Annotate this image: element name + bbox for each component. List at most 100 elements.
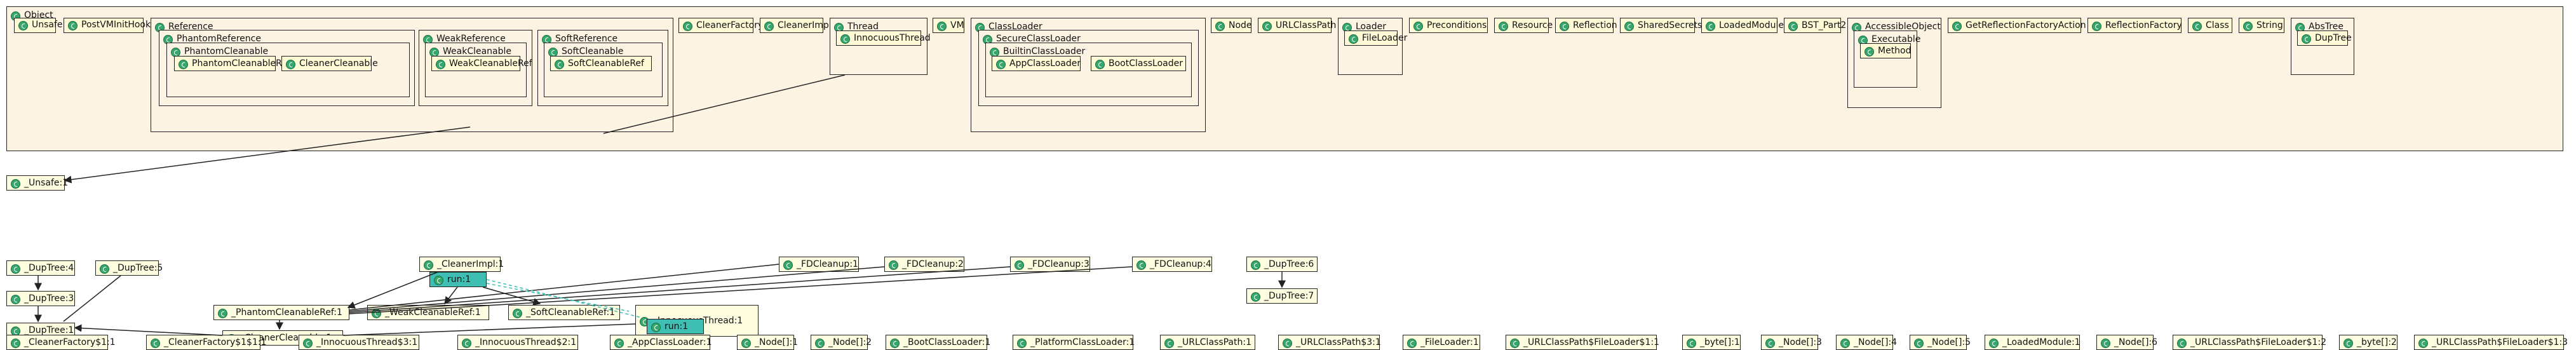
class-icon <box>151 338 160 348</box>
class-icon <box>2177 338 2187 348</box>
class-icon <box>741 338 751 348</box>
class-icon <box>1349 34 1358 44</box>
abstree-package[interactable]: AbsTree <box>2291 18 2354 75</box>
class-icon <box>1788 21 1798 31</box>
run1-method[interactable]: run:1 <box>429 272 487 287</box>
sharedsecrets-node[interactable]: SharedSecrets <box>1620 18 1702 33</box>
class-icon <box>218 308 227 318</box>
reflection-node[interactable]: Reflection <box>1555 18 1617 33</box>
class-icon <box>1865 46 1874 57</box>
fdcleanup2-instance[interactable]: _FDCleanup:2 <box>884 257 964 272</box>
bst-part2-node[interactable]: BST_Part2 <box>1784 18 1846 33</box>
class-icon <box>555 59 564 69</box>
class-icon <box>303 338 313 348</box>
node-node[interactable]: Node <box>1211 18 1252 33</box>
node4-instance[interactable]: _Node[]:4 <box>1836 335 1897 350</box>
weakcleanableref-node[interactable]: WeakCleanableRef <box>431 56 532 71</box>
bootclassloader1-instance[interactable]: _BootClassLoader:1 <box>886 335 990 350</box>
class-node[interactable]: Class <box>2188 18 2232 33</box>
urlclasspath-fileloader1-2-instance[interactable]: _URLClassPath$FileLoader$1:2 <box>2173 335 2326 350</box>
urlclasspath-fileloader1-1-instance[interactable]: _URLClassPath$FileLoader$1:1 <box>1506 335 1659 350</box>
class-icon <box>1560 21 1569 31</box>
executable-package[interactable]: Executable <box>1854 30 1920 88</box>
loadedmodule1-instance[interactable]: _LoadedModule:1 <box>1985 335 2080 350</box>
duptree7-instance[interactable]: _DupTree:7 <box>1246 288 1318 304</box>
byte2-instance[interactable]: _byte[]:2 <box>2339 335 2397 350</box>
class-icon <box>436 59 445 69</box>
class-icon <box>1914 338 1924 348</box>
node1-instance[interactable]: _Node[]:1 <box>737 335 798 350</box>
preconditions-node[interactable]: Preconditions <box>1409 18 1488 33</box>
duptree-node[interactable]: DupTree <box>2297 30 2352 46</box>
loader-package[interactable]: Loader <box>1338 18 1403 75</box>
class-icon <box>783 260 793 270</box>
unsafe-instance[interactable]: _Unsafe:1 <box>6 175 68 191</box>
node3-instance[interactable]: _Node[]:3 <box>1761 335 1822 350</box>
urlclasspath-fileloader1-3-instance[interactable]: _URLClassPath$FileLoader$1:3 <box>2414 335 2568 350</box>
urlclasspath-node[interactable]: URLClassPath <box>1258 18 1336 33</box>
class-icon <box>1706 21 1715 31</box>
cleanerimpl-node[interactable]: CleanerImpl <box>760 18 832 33</box>
cleanerfactory1-1-instance[interactable]: _CleanerFactory$1$1:1 <box>146 335 267 350</box>
class-icon <box>1017 338 1027 348</box>
duptree5-instance[interactable]: _DupTree:5 <box>95 260 163 276</box>
fdcleanup4-instance[interactable]: _FDCleanup:4 <box>1132 257 1212 272</box>
node2-instance[interactable]: _Node[]:2 <box>811 335 872 350</box>
class-icon <box>179 59 188 69</box>
fdcleanup1-instance[interactable]: _FDCleanup:1 <box>779 257 859 272</box>
reflectionfactory-node[interactable]: ReflectionFactory <box>2087 18 2182 33</box>
class-icon <box>1989 338 1999 348</box>
softcleanableref-node[interactable]: SoftCleanableRef <box>550 56 652 71</box>
class-icon <box>840 34 850 44</box>
innocuousthread-node[interactable]: InnocuousThread <box>836 30 931 46</box>
appclassloader1-instance[interactable]: _AppClassLoader:1 <box>610 335 712 350</box>
class-icon <box>614 338 624 348</box>
thread-package[interactable]: Thread <box>830 18 927 75</box>
cleanercleanable-node[interactable]: CleanerCleanable <box>281 56 378 71</box>
postvminithook-node[interactable]: PostVMInitHook <box>64 18 151 33</box>
appclassloader-node[interactable]: AppClassLoader <box>992 56 1081 71</box>
string-node[interactable]: String <box>2239 18 2284 33</box>
innocuousthread3-instance[interactable]: _InnocuousThread$3:1 <box>299 335 419 350</box>
cleanerimpl1-instance[interactable]: _CleanerImpl:1 <box>419 257 504 272</box>
class-icon <box>1015 260 1024 270</box>
class-icon <box>11 264 20 274</box>
resource-node[interactable]: Resource <box>1494 18 1553 33</box>
softcleanableref1-instance[interactable]: _SoftCleanableRef:1 <box>508 305 620 320</box>
bootclassloader-node[interactable]: BootClassLoader <box>1091 56 1186 71</box>
method-node[interactable]: Method <box>1860 43 1912 58</box>
run1b-method[interactable]: run:1 <box>647 319 704 334</box>
cleanerfactory1-instance[interactable]: _CleanerFactory$1:1 <box>6 335 116 350</box>
class-icon <box>11 178 20 189</box>
platformclassloader1-instance[interactable]: _PlatformClassLoader:1 <box>1013 335 1135 350</box>
class-icon <box>889 260 898 270</box>
phantomcleanableref-node[interactable]: PhantomCleanableRef <box>174 56 290 71</box>
phantomcleanableref1-instance[interactable]: _PhantomCleanableRef:1 <box>213 305 349 320</box>
loadedmodule-node[interactable]: LoadedModule <box>1701 18 1784 33</box>
class-icon <box>11 338 20 348</box>
vm-node[interactable]: VM <box>933 18 964 33</box>
unsafe-node[interactable]: Unsafe <box>14 18 63 33</box>
method-icon <box>434 275 443 285</box>
node5-instance[interactable]: _Node[]:5 <box>1910 335 1971 350</box>
duptree3-instance[interactable]: _DupTree:3 <box>6 291 75 306</box>
weakcleanableref1-instance[interactable]: _WeakCleanableRef:1 <box>367 305 489 320</box>
innocuousthread2-instance[interactable]: _InnocuousThread$2:1 <box>457 335 578 350</box>
class-icon <box>1413 21 1423 31</box>
duptree6-instance[interactable]: _DupTree:6 <box>1246 257 1318 272</box>
duptree4-instance[interactable]: _DupTree:4 <box>6 260 75 276</box>
urlclasspath1-instance[interactable]: _URLClassPath:1 <box>1160 335 1255 350</box>
cleanerfactory-node[interactable]: CleanerFactory <box>678 18 763 33</box>
byte1-instance[interactable]: _byte[]:1 <box>1682 335 1741 350</box>
fileloader1-instance[interactable]: _FileLoader:1 <box>1403 335 1480 350</box>
class-icon <box>983 35 992 44</box>
class-icon <box>1251 292 1260 302</box>
getreflectionfactoryaction-node[interactable]: GetReflectionFactoryAction <box>1948 18 2086 33</box>
node6-instance[interactable]: _Node[]:6 <box>2096 335 2157 350</box>
fdcleanup3-instance[interactable]: _FDCleanup:3 <box>1010 257 1090 272</box>
class-icon <box>462 338 471 348</box>
fileloader-node[interactable]: FileLoader <box>1344 30 1407 46</box>
class-icon <box>2101 338 2110 348</box>
urlclasspath3-instance[interactable]: _URLClassPath$3:1 <box>1278 335 1381 350</box>
